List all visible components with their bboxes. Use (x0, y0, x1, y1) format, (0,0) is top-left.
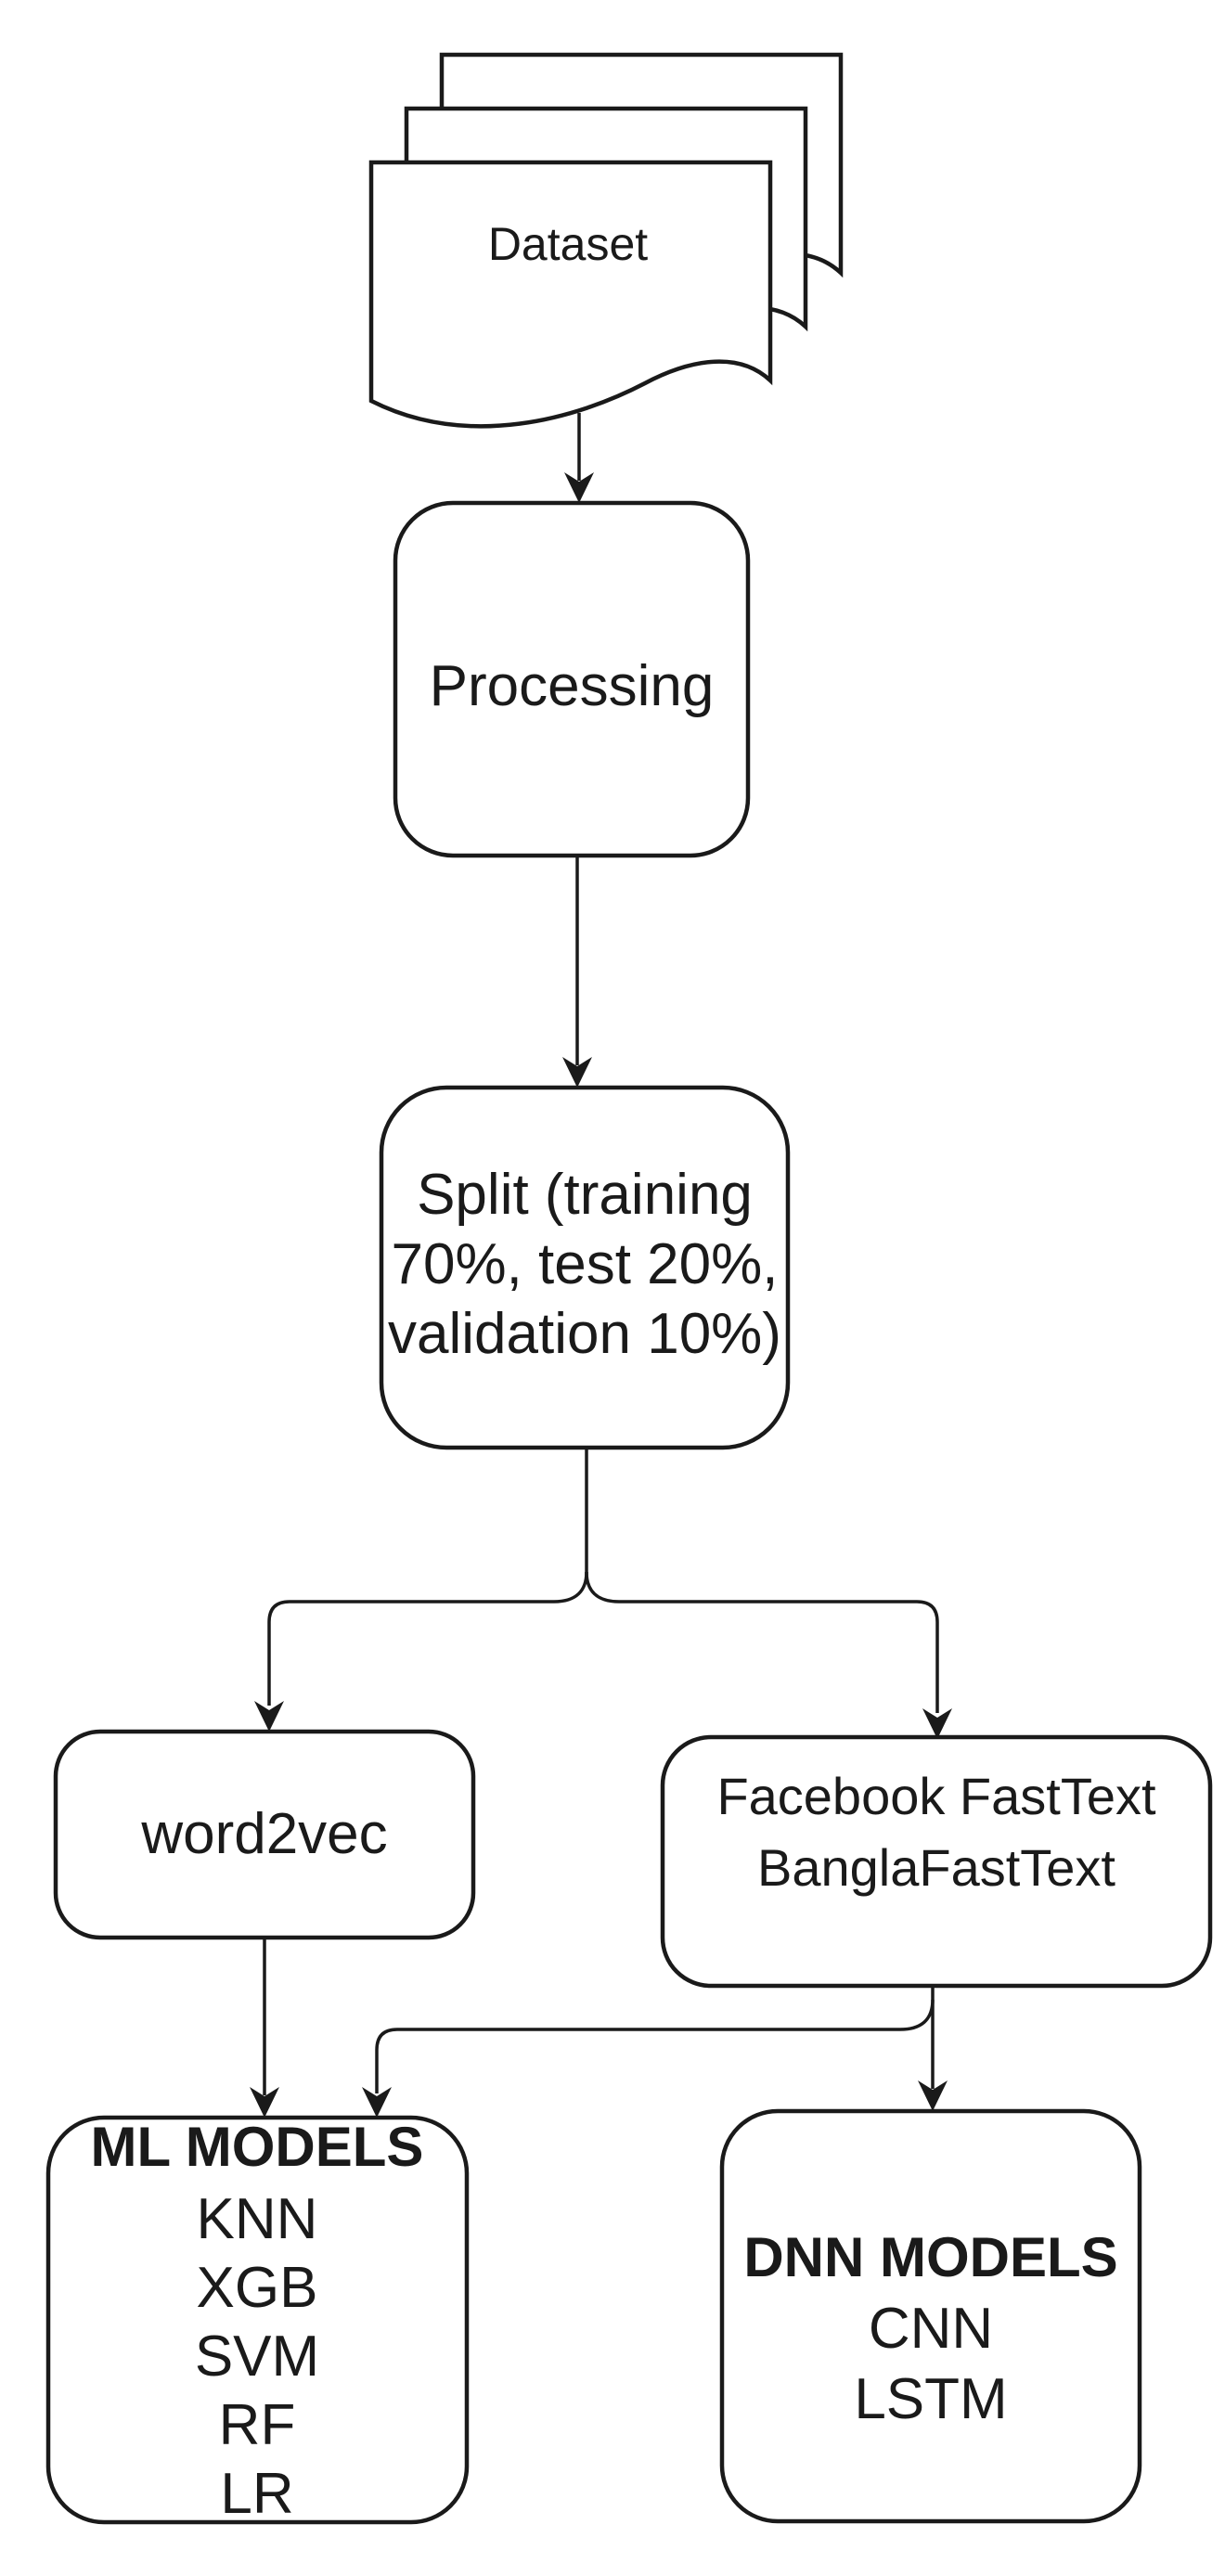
arrowhead-into-fasttext (922, 1708, 952, 1739)
word2vec-node: word2vec (53, 1729, 476, 1940)
arrowhead-into-dnnmodels (918, 2080, 948, 2111)
ml-models-item-xgb: XGB (197, 2256, 318, 2320)
split-label-line1: Split (training (417, 1163, 753, 1227)
split-label-line2: 70%, test 20%, (391, 1232, 778, 1296)
dnn-models-item-lstm: LSTM (854, 2367, 1007, 2431)
dataset-label: Dataset (488, 218, 648, 270)
ml-models-box (45, 2115, 470, 2525)
document-page-front-icon (368, 160, 773, 429)
ml-models-item-rf: RF (219, 2393, 296, 2457)
processing-label: Processing (430, 654, 715, 718)
dnn-models-header: DNN MODELS (743, 2226, 1117, 2288)
fasttext-node: Facebook FastText BanglaFastText (660, 1734, 1213, 1989)
connector-fasttext-mlmodels (375, 1999, 935, 2093)
arrowhead-into-mlmodels-right (362, 2087, 392, 2118)
split-box (379, 1085, 791, 1450)
connector-split-to-fasttext (585, 1571, 939, 1713)
word2vec-label: word2vec (140, 1802, 387, 1866)
processing-box (393, 500, 751, 858)
arrowhead-into-processing (564, 472, 594, 503)
dnn-models-item-cnn: CNN (869, 2297, 993, 2361)
connector-split-to-word2vec (267, 1571, 588, 1706)
dnn-models-box (719, 2108, 1142, 2524)
ml-models-item-lr: LR (220, 2462, 293, 2526)
arrowhead-into-split (562, 1057, 592, 1088)
dataset-node: Dataset (368, 52, 844, 429)
ml-models-item-knn: KNN (197, 2187, 318, 2251)
fasttext-label-line1: Facebook FastText (716, 1767, 1156, 1825)
ml-models-header: ML MODELS (91, 2116, 424, 2178)
arrowhead-into-mlmodels-left (250, 2087, 279, 2118)
split-node: Split (training 70%, test 20%, validatio… (379, 1085, 791, 1450)
processing-node: Processing (393, 500, 751, 858)
dnn-models-node: DNN MODELS CNN LSTM (719, 2108, 1142, 2524)
split-label-line3: validation 10%) (388, 1302, 781, 1366)
fasttext-label-line2: BanglaFastText (757, 1838, 1115, 1897)
ml-models-item-svm: SVM (195, 2325, 319, 2389)
ml-models-node: ML MODELS KNN XGB SVM RF LR (45, 2115, 470, 2526)
arrowhead-into-word2vec (254, 1701, 284, 1732)
fasttext-box (660, 1734, 1213, 1989)
